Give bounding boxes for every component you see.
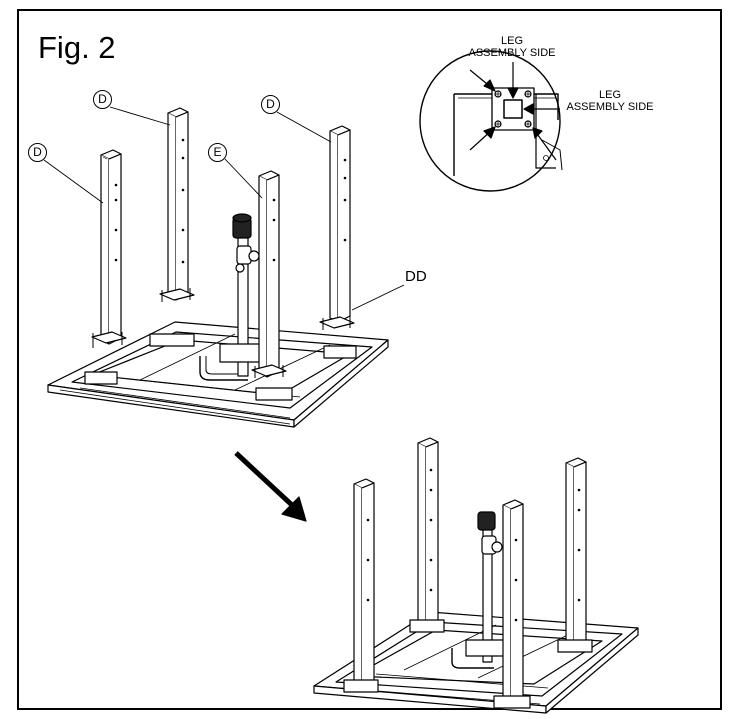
leg-holes-bottom (366, 468, 581, 622)
callout-leg-d-left: D (28, 143, 47, 162)
callout-leg-e-front: E (208, 143, 227, 162)
leg-top-front (258, 170, 280, 378)
detail-label-top-line2: ASSEMBLY SIDE (468, 47, 556, 59)
pipe-assembly-bottom (451, 511, 505, 669)
callout-screw-dd: DD (405, 268, 427, 285)
callout-leg-d-right: D (261, 95, 280, 114)
legs-bottom (343, 437, 593, 709)
detail-label-top: LEG ASSEMBLY SIDE (467, 35, 557, 59)
leg-top-right (329, 125, 351, 323)
detail-label-right-line2: ASSEMBLY SIDE (566, 101, 654, 113)
detail-label-top-line1: LEG (500, 35, 523, 47)
corner-plates-top (84, 333, 357, 401)
base-frame-bottom (313, 611, 639, 714)
leg-holes-top (114, 138, 347, 264)
detail-inset (419, 50, 563, 192)
screws-top (92, 288, 351, 378)
leg-top-left (100, 149, 122, 345)
leg-top-back (167, 107, 189, 301)
detail-label-right-line1: LEG (598, 89, 621, 101)
leg-square-opening (503, 99, 523, 119)
pipe-assembly-top (199, 213, 261, 381)
direction-arrow (234, 451, 307, 522)
leg-plates-top (91, 288, 355, 377)
callout-leaders (43, 106, 405, 311)
figure-title: Fig. 2 (38, 30, 116, 65)
callout-leg-d-back: D (93, 90, 112, 109)
detail-label-right: LEG ASSEMBLY SIDE (560, 89, 660, 113)
